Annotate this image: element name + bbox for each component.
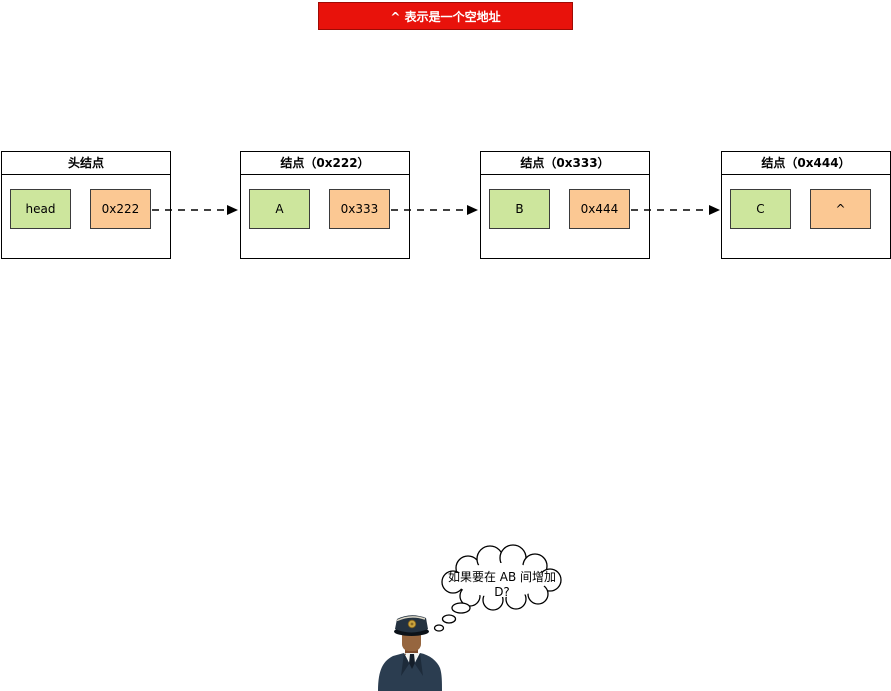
- captain-avatar: [378, 615, 442, 691]
- thought-bubble-line1: 如果要在 AB 间增加: [447, 570, 557, 584]
- note-banner-label: ^ 表示是一个空地址: [390, 9, 501, 24]
- thought-bubble-trail: [433, 602, 471, 632]
- node-title: 结点（0x444）: [722, 152, 890, 175]
- node-0x222: 结点（0x222） A 0x333: [240, 151, 410, 259]
- thought-bubble-text: 如果要在 AB 间增加 D?: [440, 570, 564, 600]
- data-cell: A: [249, 189, 310, 229]
- data-cell: C: [730, 189, 791, 229]
- pointer-cell: 0x222: [90, 189, 151, 229]
- node-title: 结点（0x222）: [241, 152, 409, 175]
- node-0x444: 结点（0x444） C ^: [721, 151, 891, 259]
- node-title: 结点（0x333）: [481, 152, 649, 175]
- pointer-cell: 0x333: [329, 189, 390, 229]
- node-head: 头结点 head 0x222: [1, 151, 171, 259]
- note-banner: ^ 表示是一个空地址: [318, 2, 573, 30]
- pointer-cell: ^: [810, 189, 871, 229]
- node-0x333: 结点（0x333） B 0x444: [480, 151, 650, 259]
- data-cell: B: [489, 189, 550, 229]
- node-title: 头结点: [2, 152, 170, 175]
- pointer-cell: 0x444: [569, 189, 630, 229]
- thought-bubble-line2: D?: [494, 585, 510, 599]
- data-cell: head: [10, 189, 71, 229]
